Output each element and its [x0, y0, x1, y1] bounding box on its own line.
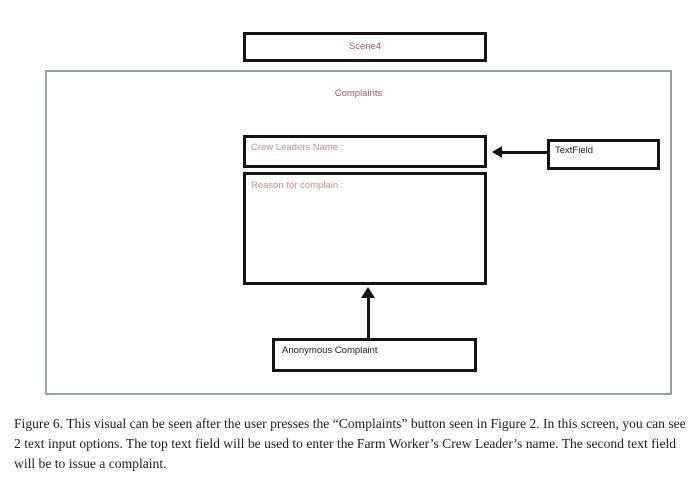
screen-title: Complaints [334, 88, 383, 99]
scene-box-label: Scene4 [348, 41, 382, 52]
reason-for-complain-label: Reason for complain : [251, 180, 344, 191]
anonymous-arrow-line [367, 296, 370, 338]
textfield-arrow-head-icon [492, 146, 502, 158]
crew-leader-name-field: Crew Leaders Name : [243, 135, 487, 168]
crew-leader-name-label: Crew Leaders Name : [251, 142, 344, 153]
scene-box: Scene4 [243, 32, 487, 62]
reason-for-complain-field: Reason for complain : [243, 172, 487, 285]
anonymous-complaint-box: Anonymous Complaint [272, 338, 477, 372]
textfield-annotation-box: TextField [547, 139, 660, 170]
textfield-annotation-label: TextField [555, 145, 594, 156]
figure-caption: Figure 6. This visual can be seen after … [14, 416, 686, 471]
textfield-arrow-line [500, 151, 547, 154]
anonymous-arrow-head-icon [361, 287, 375, 298]
anonymous-complaint-label: Anonymous Complaint [282, 345, 378, 356]
wireframe-diagram: Scene4 Complaints Crew Leaders Name : Re… [45, 32, 672, 395]
